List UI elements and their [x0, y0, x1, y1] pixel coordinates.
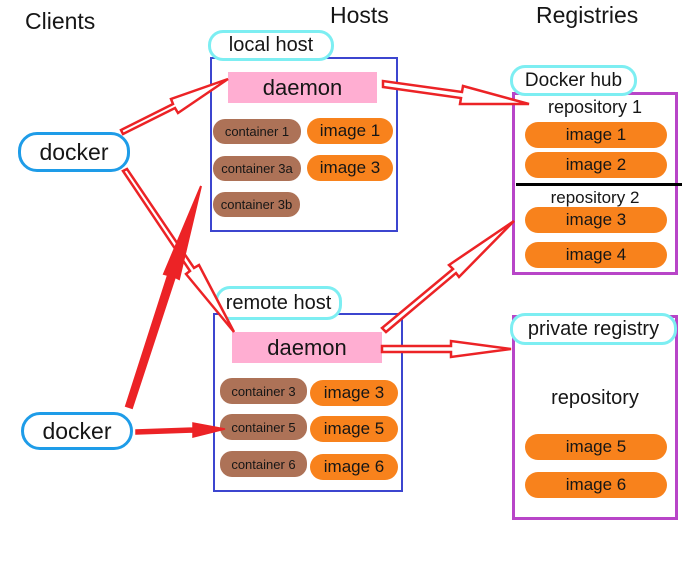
image-pill: image 6: [525, 472, 667, 498]
client-docker-top: docker: [18, 132, 130, 172]
container-pill: container 1: [213, 119, 301, 144]
image-pill: image 3: [307, 155, 393, 181]
image-pill: image 1: [525, 122, 667, 148]
container-pill: container 6: [220, 451, 307, 477]
arrow-local-daemon-to-repository1: [381, 79, 530, 106]
header-registries: Registries: [536, 2, 639, 28]
arrow-docker-bottom-to-container5: [135, 422, 226, 438]
image-pill: image 5: [525, 434, 667, 460]
remote-host-label: remote host: [215, 286, 342, 320]
container-pill: container 3: [220, 378, 307, 404]
container-pill: container 3a: [213, 156, 301, 181]
local-host-label: local host: [208, 30, 334, 61]
header-clients: Clients: [25, 8, 96, 34]
repository-1-title: repository 1: [547, 97, 643, 117]
image-pill: image 5: [310, 416, 398, 442]
image-pill: image 2: [525, 152, 667, 178]
image-pill: image 3: [310, 380, 398, 406]
repository-2-title: repository 2: [550, 188, 640, 207]
local-daemon: daemon: [228, 72, 377, 103]
image-pill: image 3: [525, 207, 667, 233]
private-registry-label: private registry: [510, 313, 677, 345]
arrow-docker-bottom-to-local-host: [124, 185, 202, 410]
container-pill: container 3b: [213, 192, 300, 217]
docker-hub-label: Docker hub: [510, 65, 637, 96]
image-pill: image 4: [525, 242, 667, 268]
repository-divider: [516, 183, 682, 186]
image-pill: image 6: [310, 454, 398, 480]
image-pill: image 1: [307, 118, 393, 144]
client-docker-bottom: docker: [21, 412, 133, 450]
private-repository-title: repository: [551, 387, 639, 409]
container-pill: container 5: [220, 414, 307, 440]
remote-daemon: daemon: [232, 332, 382, 363]
header-hosts: Hosts: [330, 2, 389, 28]
